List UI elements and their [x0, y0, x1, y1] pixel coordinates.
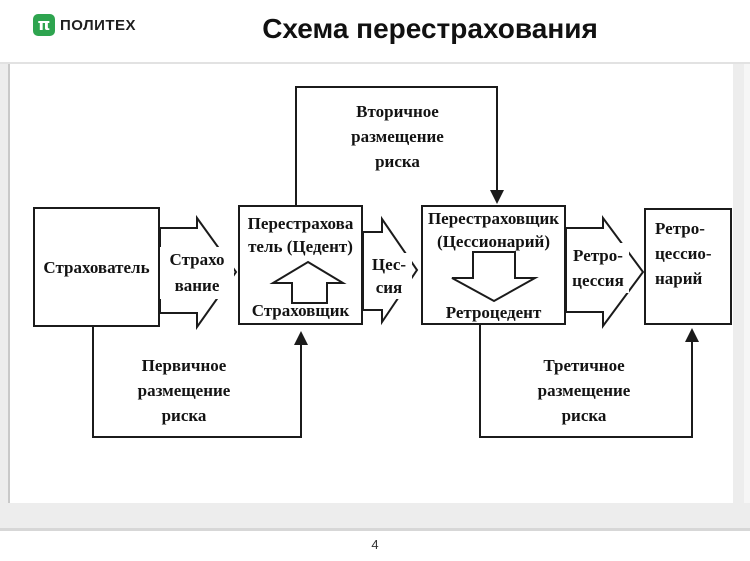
logo-wordmark: ПОЛИТЕХ — [60, 17, 137, 34]
politech-logo-icon: π — [33, 14, 55, 36]
secondary-arrowhead-down-icon — [490, 190, 504, 204]
box-retrocessionary — [644, 208, 732, 325]
pi-glyph: π — [37, 15, 51, 34]
box-cedent-top-label: Перестрахова тель (Цедент) — [247, 214, 354, 256]
box-cessionary-bottom-label: Ретроцедент — [445, 303, 542, 322]
box-retrocessionary-label: Ретро- цессио- нарий — [655, 219, 712, 288]
slide-left-edge-line — [8, 64, 10, 528]
cession-arrow-label: Цес- сия — [366, 253, 412, 299]
primary-arrowhead-up-icon — [294, 331, 308, 345]
header-divider — [0, 62, 750, 64]
tertiary-arrowhead-up-icon — [685, 328, 699, 342]
slide-right-outer-strip — [744, 64, 750, 528]
cessionary-down-arrow — [451, 251, 539, 303]
slide-title: Схема перестрахования — [262, 13, 598, 44]
tertiary-placement-line — [479, 325, 693, 438]
slide-bottom-margin — [0, 503, 750, 528]
insurance-arrow-label: Страхо вание — [160, 247, 234, 299]
page-number: 4 — [371, 537, 379, 552]
secondary-placement-line — [295, 86, 498, 205]
slide-left-margin — [0, 64, 8, 528]
retrocession-arrow-label: Ретро- цессия — [567, 243, 629, 293]
box-insured-label: Страхователь — [43, 257, 150, 277]
cedent-up-arrow — [269, 260, 347, 304]
box-cedent — [238, 205, 363, 325]
secondary-placement-label: Вторичное размещение риска — [351, 102, 444, 171]
primary-placement-line — [92, 327, 302, 438]
box-insured — [33, 207, 160, 327]
slide-bottom-edge-line — [0, 528, 750, 531]
box-cessionary-top-label: Перестраховщик (Цессионарий) — [427, 209, 560, 251]
box-cedent-bottom-label: Страховщик — [251, 301, 350, 320]
primary-placement-label: Первичное размещение риска — [137, 356, 231, 425]
tertiary-placement-label: Третичное размещение риска — [537, 356, 631, 425]
